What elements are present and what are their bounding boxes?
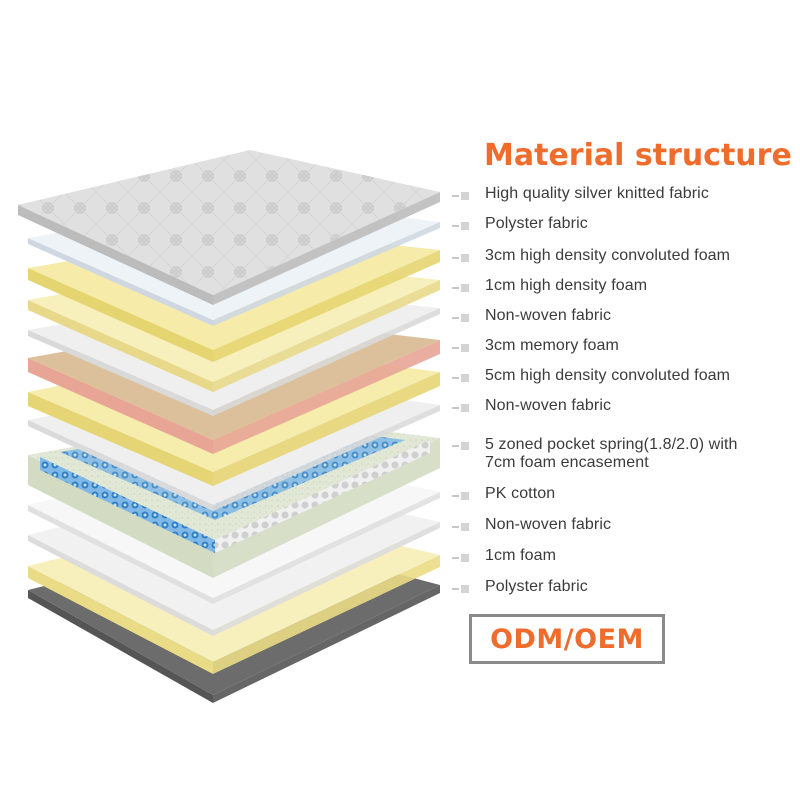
layer-label-text: 3cm memory foam	[485, 337, 619, 354]
layer-label-text: PK cotton	[485, 485, 556, 502]
layer-label-12: 1cm foam	[452, 548, 792, 564]
layer-label-text: 5cm high density convoluted foam	[485, 367, 731, 384]
mattress-layer-4-side-right	[213, 280, 440, 392]
mattress-layer-1-side-left	[18, 205, 213, 305]
mattress-layer-7-side-right	[213, 372, 440, 486]
connector-icon	[452, 522, 474, 532]
layer-label-text: High quality silver knitted fabric	[485, 185, 709, 202]
layer-label-text: Non-woven fabric	[485, 307, 612, 324]
mattress-layer-1-side-right	[213, 192, 440, 305]
connector-icon	[452, 343, 474, 353]
connector-icon	[452, 221, 474, 231]
mattress-layer-7-side-left	[28, 392, 213, 486]
mattress-layer-3-side-right	[213, 250, 440, 362]
connector-icon	[452, 283, 474, 293]
layer-label-8: Non-woven fabric	[452, 398, 792, 414]
quilt-sheen	[18, 150, 440, 295]
mattress-layer-5-side-left	[28, 330, 213, 416]
layer-label-text: Polyster fabric	[485, 215, 588, 232]
mattress-layer-1	[18, 150, 440, 305]
mattress-layer-6-side-left	[28, 358, 213, 454]
odm-oem-badge: ODM/OEM	[469, 614, 665, 664]
connector-icon	[452, 373, 474, 383]
connector-icon	[452, 553, 474, 563]
connector-icon	[452, 191, 474, 201]
connector-icon	[452, 491, 474, 501]
mattress-layer-5-side-right	[213, 308, 440, 416]
layer-label-text: Polyster fabric	[485, 578, 588, 595]
mattress-layer-13-side-right	[213, 585, 440, 703]
layer-label-7: 5cm high density convoluted foam	[452, 368, 792, 384]
layer-label-2: Polyster fabric	[452, 216, 792, 232]
layer-label-13: Polyster fabric	[452, 579, 792, 595]
mattress-layer-6-side-right	[213, 340, 440, 454]
mattress-layer-3-side-left	[28, 268, 213, 362]
pocket-spring-strip	[40, 457, 215, 553]
layer-label-text: Non-woven fabric	[485, 516, 612, 533]
mattress-layer-4-side-left	[28, 300, 213, 392]
layer-label-4: 1cm high density foam	[452, 278, 792, 294]
layer-label-text: 1cm foam	[485, 547, 557, 564]
mattress-layer-2-side-right	[213, 222, 440, 326]
connector-icon	[452, 441, 474, 451]
layer-label-1: High quality silver knitted fabric	[452, 186, 792, 202]
mattress-layer-11-side-left	[28, 535, 213, 636]
mattress-layer-8-side-left	[28, 420, 213, 511]
layer-label-text: Non-woven fabric	[485, 397, 612, 414]
layer-label-5: Non-woven fabric	[452, 308, 792, 324]
mattress-layer-2-side-left	[28, 238, 213, 326]
layer-label-3: 3cm high density convoluted foam	[452, 248, 792, 264]
layer-label-text: 1cm high density foam	[485, 277, 648, 294]
connector-icon	[452, 403, 474, 413]
mattress-layer-13-side-left	[28, 590, 213, 703]
mattress-layer-12-side-left	[28, 566, 213, 674]
mattress-layer-8-side-right	[213, 405, 440, 511]
connector-icon	[452, 253, 474, 263]
layer-label-6: 3cm memory foam	[452, 338, 792, 354]
connector-icon	[452, 313, 474, 323]
connector-icon	[452, 584, 474, 594]
diagram-title: Material structure	[484, 138, 792, 173]
layer-label-11: Non-woven fabric	[452, 517, 792, 533]
mattress-layer-10-side-left	[28, 505, 213, 604]
pocket-spring-strip-white	[215, 440, 430, 553]
layer-label-10: PK cotton	[452, 486, 792, 502]
layer-label-text: 3cm high density convoluted foam	[485, 247, 731, 264]
mattress-layer-12-side-right	[213, 555, 440, 674]
mattress-layer-10-side-right	[213, 492, 440, 604]
mattress-layer-1-top	[18, 150, 440, 295]
mattress-layer-11-side-right	[213, 522, 440, 636]
